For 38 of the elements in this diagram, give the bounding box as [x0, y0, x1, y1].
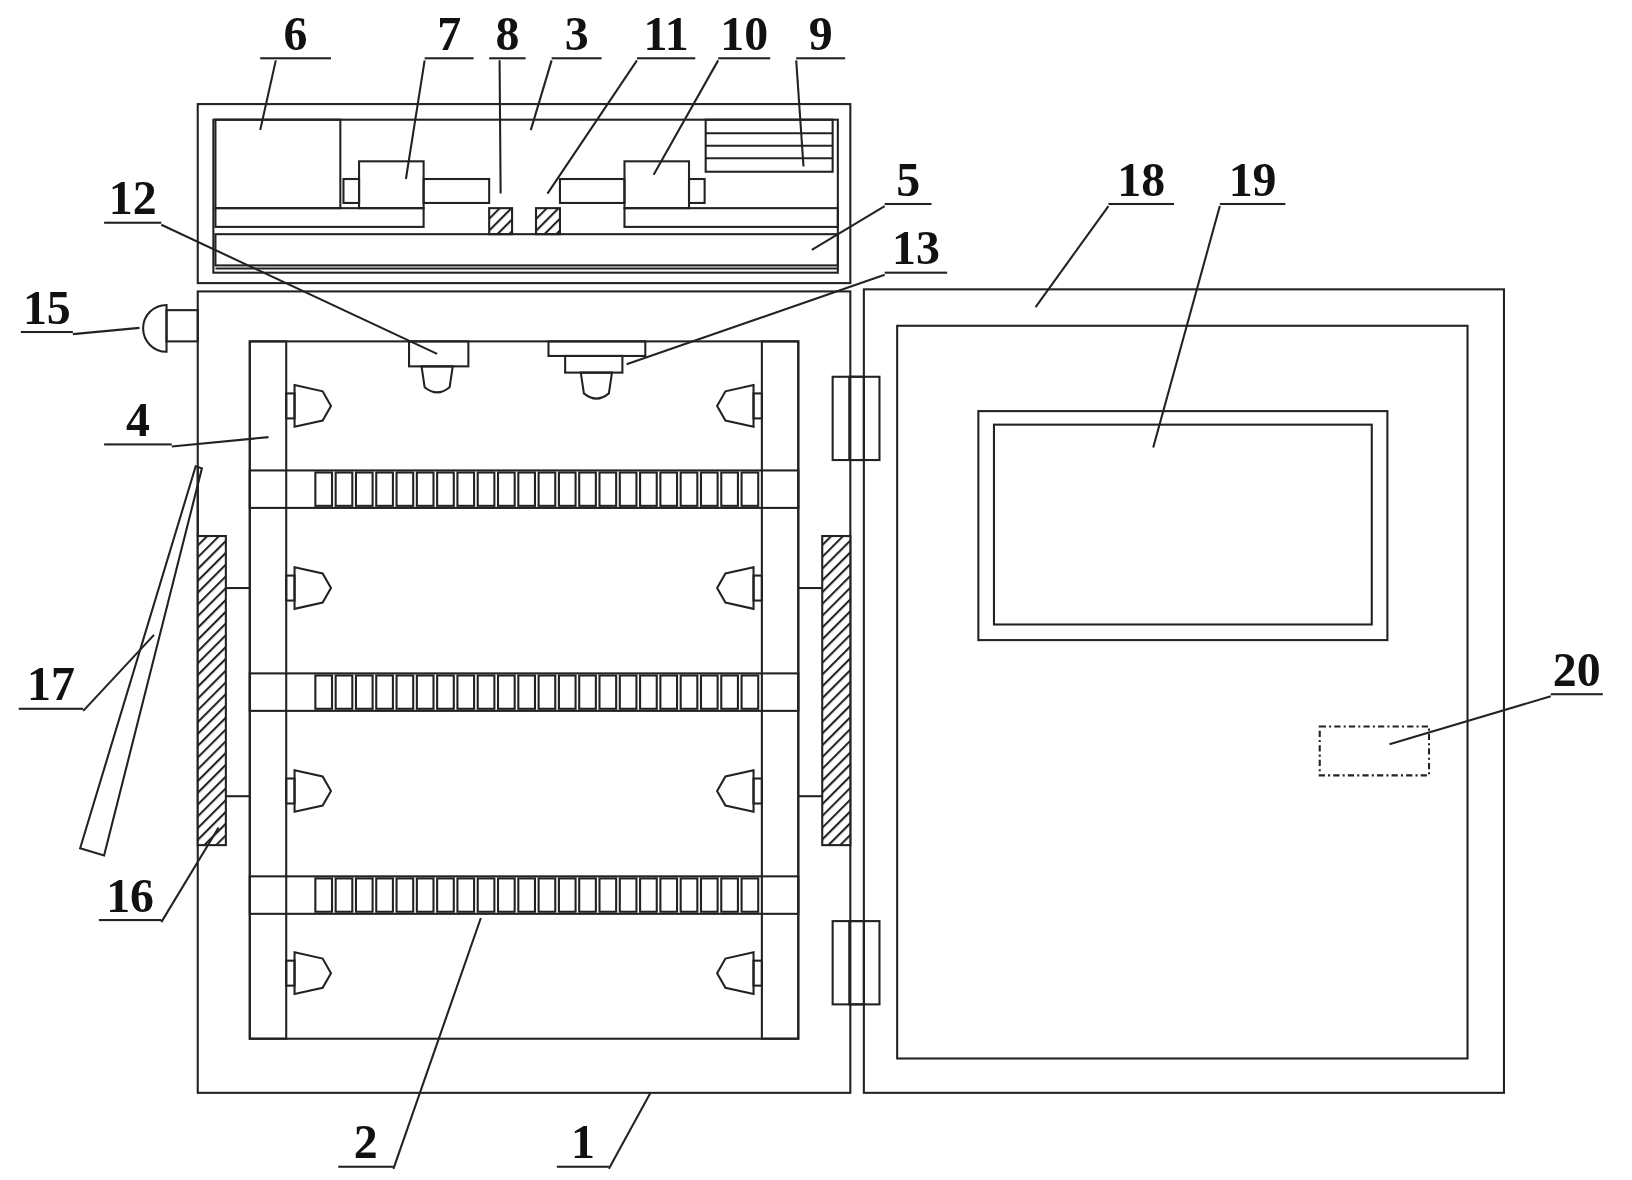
callout-number: 10: [718, 11, 771, 60]
leader-line: [1152, 205, 1221, 448]
callout-number: 5: [884, 157, 932, 206]
leader-line: [546, 59, 638, 195]
leader-line: [72, 326, 140, 336]
leader-line: [82, 634, 155, 712]
leader-line: [795, 60, 805, 167]
callout-number: 15: [20, 285, 73, 334]
leader-line: [529, 60, 553, 131]
leader-line: [392, 917, 482, 1170]
leader-line: [811, 205, 886, 251]
callout-number: 1: [556, 1119, 609, 1168]
leader-line: [404, 60, 426, 180]
leader-line: [498, 60, 502, 194]
callout-number: 16: [98, 873, 162, 922]
callout-number: 6: [260, 11, 331, 60]
leader-line: [626, 273, 885, 366]
leader-line: [1034, 205, 1110, 308]
callout-number: 2: [338, 1119, 394, 1168]
leader-line: [160, 826, 220, 923]
callout-number: 12: [104, 175, 162, 224]
callout-number: 11: [636, 11, 696, 60]
callout-number: 19: [1219, 157, 1286, 206]
callout-number: 3: [551, 11, 602, 60]
leader-line: [171, 436, 269, 448]
leader-line: [1389, 695, 1552, 746]
callout-number: 8: [489, 11, 526, 60]
callout-number: 13: [884, 225, 948, 274]
callout-number: 9: [796, 11, 846, 60]
callout-number: 20: [1550, 647, 1603, 696]
leader-line: [652, 59, 720, 176]
leader-line: [259, 60, 277, 131]
leader-line: [160, 223, 438, 355]
callout-number: 18: [1108, 157, 1174, 206]
callout-number: 4: [104, 397, 172, 446]
callout-number: 7: [424, 11, 474, 60]
callout-number: 17: [18, 661, 84, 710]
leader-line: [607, 1092, 652, 1170]
